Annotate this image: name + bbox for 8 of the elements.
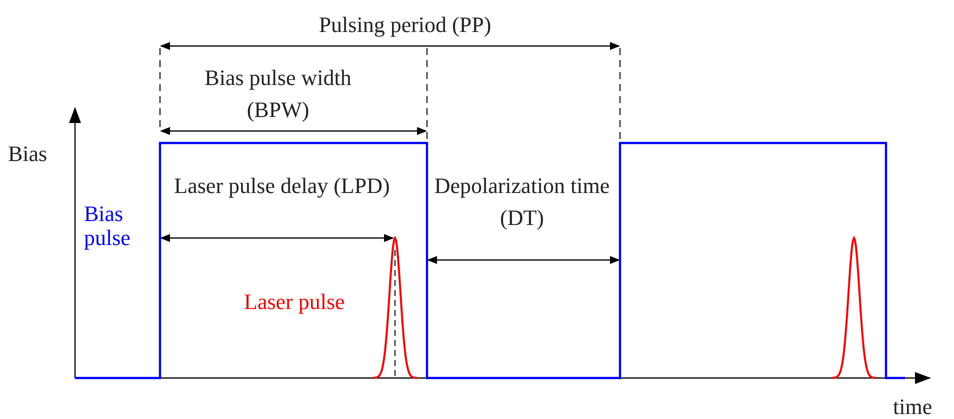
axis-label: time bbox=[893, 393, 934, 419]
dimension-label: Bias pulse width (BPW) bbox=[204, 64, 352, 124]
dimension-label: Pulsing period (PP) bbox=[318, 11, 492, 39]
dimension-label: Laser pulse delay (LPD) bbox=[173, 172, 391, 200]
axis-label: Bias bbox=[8, 140, 48, 168]
signal-label: Laser pulse bbox=[244, 288, 346, 316]
dimension-label: Depolarization time (DT) bbox=[433, 172, 611, 232]
signal-label: Bias pulse bbox=[84, 202, 132, 250]
